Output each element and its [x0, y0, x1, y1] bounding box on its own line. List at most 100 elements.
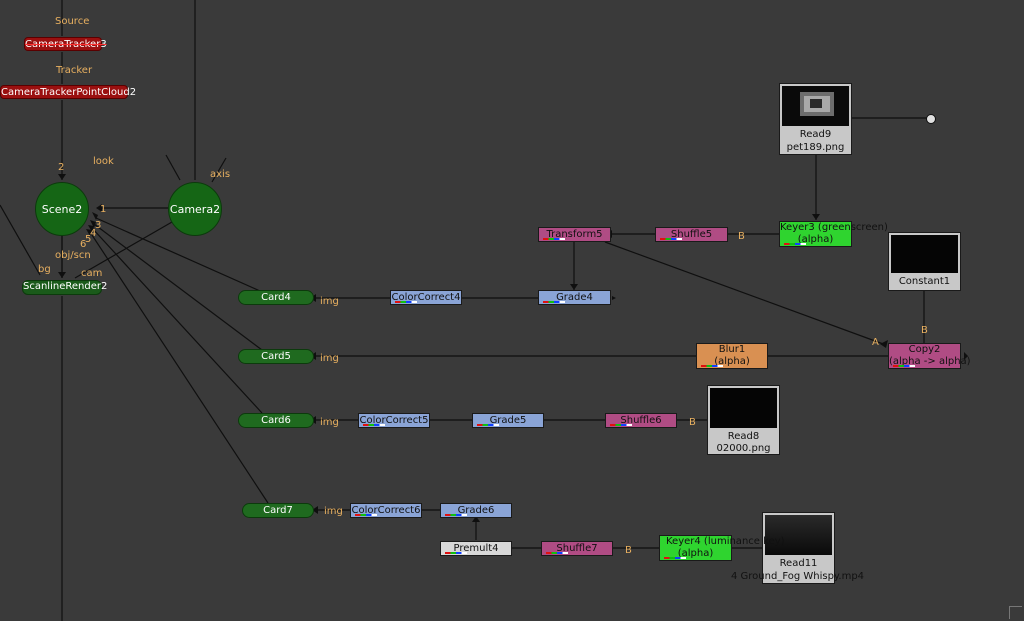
copy2-input-a: A	[872, 337, 879, 348]
tracker-point-cloud-node[interactable]: CameraTrackerPointCloud2	[0, 85, 137, 99]
grade6-label: Grade6	[457, 505, 495, 516]
premult4-channels	[445, 552, 467, 554]
read9-file: pet189.png	[786, 142, 845, 153]
tracker-label: Tracker	[56, 65, 93, 76]
blur1-sub: (alpha)	[714, 356, 750, 367]
keyer3-sub: (alpha)	[797, 234, 834, 245]
read9-thumbnail	[782, 86, 849, 126]
constant1-label: Constant1	[898, 276, 951, 287]
grade5-node[interactable]: Grade5	[472, 413, 544, 428]
shuffle5-label: Shuffle5	[670, 229, 713, 240]
card5-node[interactable]: Card5	[238, 349, 314, 364]
scene-node[interactable]: Scene2	[35, 182, 89, 236]
card4-img-label: img	[320, 296, 339, 307]
colorcorrect5-channels	[363, 424, 385, 426]
shuffle6-input-b: B	[689, 417, 696, 428]
read11-thumbnail	[765, 515, 832, 555]
colorcorrect6-channels	[355, 514, 377, 516]
shuffle5-channels	[660, 238, 682, 240]
card6-node[interactable]: Card6	[238, 413, 314, 428]
blur1-name: Blur1	[718, 344, 746, 355]
read8-thumbnail	[710, 388, 777, 428]
tracker-point-cloud-label: CameraTrackerPointCloud2	[1, 87, 137, 98]
input-label-1: 1	[100, 204, 107, 215]
scanline-render-label: ScanlineRender2	[23, 281, 108, 292]
keyer4-node[interactable]: Keyer4 (luminance key) (alpha)	[659, 535, 785, 561]
copy2-node[interactable]: Copy2 (alpha -> alpha)	[888, 343, 971, 369]
shuffle6-label: Shuffle6	[620, 415, 662, 426]
card7-label: Card7	[263, 505, 293, 516]
camera-tracker-label: CameraTracker3	[25, 39, 107, 50]
camera-node[interactable]: Camera2	[168, 182, 222, 236]
card7-node[interactable]: Card7	[242, 503, 314, 518]
shuffle7-input-b: B	[625, 545, 632, 556]
copy2-name: Copy2	[908, 344, 941, 355]
grade4-channels	[543, 301, 565, 303]
colorcorrect5-node[interactable]: ColorCorrect5	[358, 413, 430, 428]
colorcorrect5-label: ColorCorrect5	[359, 415, 429, 426]
blur1-channels	[701, 365, 723, 367]
shuffle6-node[interactable]: Shuffle6	[605, 413, 677, 428]
source-label: Source	[55, 16, 90, 27]
read8-node[interactable]: Read8 02000.png	[707, 385, 780, 455]
keyer3-input-b: B	[738, 231, 745, 242]
input-label-3: 3	[95, 220, 102, 231]
colorcorrect4-node[interactable]: ColorCorrect4	[390, 290, 462, 305]
premult4-label: Premult4	[453, 543, 499, 554]
grade4-label: Grade4	[556, 292, 593, 303]
cam-label: cam	[81, 268, 103, 279]
axis-label: axis	[210, 169, 231, 180]
scene-label: Scene2	[41, 202, 83, 216]
input-label-4: 4	[90, 228, 97, 239]
read9-node[interactable]: Read9 pet189.png	[779, 83, 852, 155]
transform5-channels	[543, 238, 565, 240]
constant1-thumbnail	[891, 235, 958, 273]
keyer4-sub: (alpha)	[677, 548, 714, 559]
shuffle7-channels	[546, 552, 568, 554]
shuffle7-label: Shuffle7	[556, 543, 598, 554]
keyer3-node[interactable]: Keyer3 (greenscreen) (alpha)	[779, 221, 888, 247]
viewer-dot[interactable]	[926, 114, 936, 124]
read11-node[interactable]: Read11	[762, 512, 835, 584]
grade5-label: Grade5	[489, 415, 527, 426]
read11-file: 4 Ground_Fog Whispy.mp4	[731, 571, 865, 582]
read11-name: Read11	[779, 558, 818, 569]
bg-label: bg	[38, 264, 51, 275]
card6-img-label: img	[320, 417, 339, 428]
colorcorrect4-label: ColorCorrect4	[391, 292, 461, 303]
grade6-node[interactable]: Grade6	[440, 503, 512, 518]
keyer3-name: Keyer3 (greenscreen)	[780, 222, 888, 233]
premult4-node[interactable]: Premult4	[440, 541, 512, 556]
card5-label: Card5	[261, 351, 291, 362]
grade4-node[interactable]: Grade4	[538, 290, 611, 305]
scanline-render-node[interactable]: ScanlineRender2	[22, 280, 107, 295]
colorcorrect6-node[interactable]: ColorCorrect6	[350, 503, 422, 518]
card5-img-label: img	[320, 353, 339, 364]
obj-scn-label: obj/scn	[55, 250, 91, 261]
shuffle7-node[interactable]: Shuffle7	[541, 541, 613, 556]
grade5-channels	[477, 424, 499, 426]
keyer3-channels	[784, 243, 806, 245]
read8-file: 02000.png	[716, 443, 771, 454]
colorcorrect4-channels	[395, 301, 417, 303]
card7-img-label: img	[324, 506, 343, 517]
blur1-node[interactable]: Blur1 (alpha)	[696, 343, 768, 369]
card6-label: Card6	[261, 415, 291, 426]
input-label-5: 5	[85, 234, 92, 245]
camera-tracker-node[interactable]: CameraTracker3	[24, 37, 107, 51]
resize-corner-icon[interactable]	[1009, 606, 1022, 619]
transform5-label: Transform5	[546, 229, 603, 240]
read9-thumbnail-image	[800, 92, 834, 116]
copy2-sub: (alpha -> alpha)	[889, 356, 971, 367]
read8-name: Read8	[727, 431, 760, 442]
shuffle5-node[interactable]: Shuffle5	[655, 227, 728, 242]
card4-node[interactable]: Card4	[238, 290, 314, 305]
keyer4-name: Keyer4 (luminance key)	[666, 536, 785, 547]
card4-label: Card4	[261, 292, 291, 303]
transform5-node[interactable]: Transform5	[538, 227, 611, 242]
constant1-node[interactable]: Constant1	[888, 232, 961, 291]
shuffle6-channels	[610, 424, 632, 426]
keyer4-channels	[664, 557, 686, 559]
